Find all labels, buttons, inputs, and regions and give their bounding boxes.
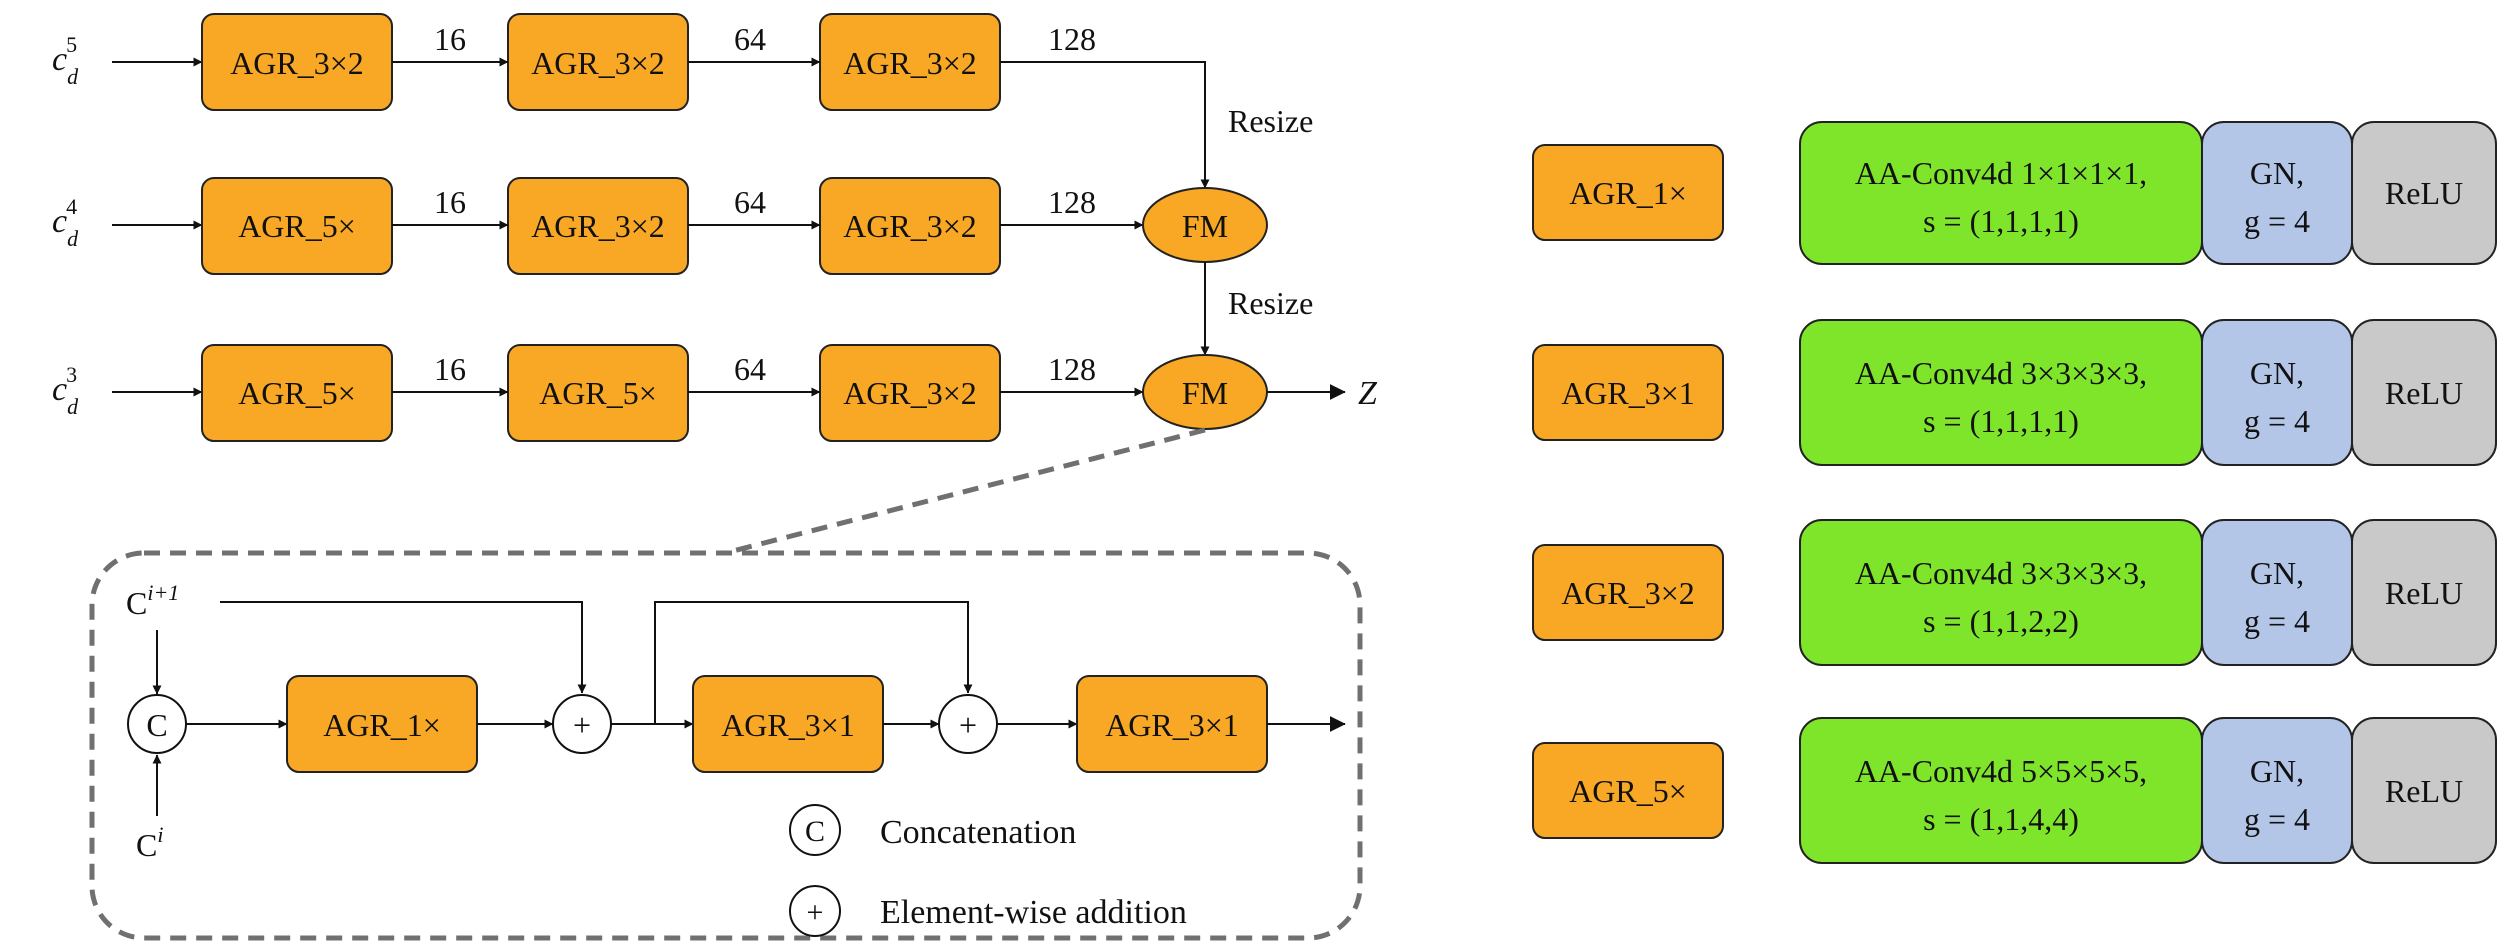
def-gn-1-line1: GN, (2250, 155, 2304, 191)
def-gn-3 (2201, 519, 2353, 666)
def-agr-name-4 (1532, 742, 1724, 839)
agr-block-r1-b3-label: AGR_3×2 (843, 45, 977, 81)
legend-concat-label: Concatenation (880, 814, 1076, 851)
def-gn-2-line2: g = 4 (2244, 403, 2310, 439)
legend-add-icon (789, 885, 841, 937)
legend-concat-icon (789, 804, 841, 856)
def-gn-2-line1: GN, (2250, 355, 2304, 391)
def-relu-2-label: ReLU (2385, 375, 2463, 411)
def-agr-name-1-label: AGR_1× (1569, 175, 1687, 211)
fm-node-2-label: FM (1182, 375, 1228, 411)
agr-definitions: AGR_1× ReLU GN, g = 4 AA-Conv4d 1×1×1×1,… (1532, 121, 2497, 864)
def-conv-2 (1799, 319, 2203, 466)
def-agr-name-1 (1532, 144, 1724, 241)
def-conv-1 (1799, 121, 2203, 265)
connector-r1-to-fm1 (1000, 61, 1210, 189)
def-gn-3-line1: GN, (2250, 555, 2304, 591)
input-label-c5: cd5 (52, 32, 79, 89)
def-agr-name-2-label: AGR_3×1 (1561, 375, 1695, 411)
def-gn-4-line1: GN, (2250, 753, 2304, 789)
agr-block-r2-b1-label: AGR_5× (238, 208, 356, 244)
def-conv-1-line2: s = (1,1,1,1) (1923, 203, 2079, 239)
def-gn-1-line2: g = 4 (2244, 203, 2310, 239)
def-agr-name-3-label: AGR_3×2 (1561, 575, 1695, 611)
channel-label-r3-3: 128 (1048, 351, 1096, 387)
channel-label-r3-2: 64 (734, 351, 766, 387)
fm-agr-block-1-label: AGR_1× (323, 707, 441, 743)
fm-agr-block-3-label: AGR_3×1 (1105, 707, 1239, 743)
def-gn-2 (2201, 319, 2353, 466)
channel-label-r1-3: 128 (1048, 21, 1096, 57)
def-conv-2-line2: s = (1,1,1,1) (1923, 403, 2079, 439)
add-node-1-symbol: + (573, 707, 591, 743)
channel-label-r3-1: 16 (434, 351, 466, 387)
def-conv-4-line2: s = (1,1,4,4) (1923, 801, 2079, 837)
legend-add-symbol: + (807, 896, 824, 929)
add-node-2-symbol: + (959, 707, 977, 743)
input-label-c4: cd4 (52, 194, 79, 251)
agr-block-r2-b3-label: AGR_3×2 (843, 208, 977, 244)
def-conv-3-line2: s = (1,1,2,2) (1923, 603, 2079, 639)
def-gn-1 (2201, 121, 2353, 265)
def-agr-name-2 (1532, 344, 1724, 441)
output-label: Z (1358, 375, 1378, 412)
legend-concat-symbol: C (805, 815, 825, 848)
fm-node-1-label: FM (1182, 208, 1228, 244)
fm-input-top-label: Ci+1 (126, 580, 179, 621)
def-conv-3 (1799, 519, 2203, 666)
agr-block-r1-b1-label: AGR_3×2 (230, 45, 364, 81)
input-label-c3: cd3 (52, 362, 79, 419)
def-agr-name-3 (1532, 544, 1724, 641)
channel-label-r2-2: 64 (734, 184, 766, 220)
resize-label-2: Resize (1228, 285, 1313, 321)
fm-input-bottom-label: Ci (136, 822, 163, 863)
def-conv-1-line1: AA-Conv4d 1×1×1×1, (1855, 155, 2147, 191)
agr-block-r3-b1-label: AGR_5× (238, 375, 356, 411)
skip-connection-2 (654, 601, 973, 724)
agr-block-r3-b3-label: AGR_3×2 (843, 375, 977, 411)
def-gn-3-line2: g = 4 (2244, 603, 2310, 639)
agr-block-r1-b2-label: AGR_3×2 (531, 45, 665, 81)
def-agr-name-4-label: AGR_5× (1569, 773, 1687, 809)
def-conv-3-line1: AA-Conv4d 3×3×3×3, (1855, 555, 2147, 591)
def-gn-4 (2201, 717, 2353, 864)
decoder-pipeline: cd5 cd4 cd3 AGR_3×2 AGR_3×2 AGR_3×2 16 6… (52, 13, 1378, 442)
agr-block-r3-b2-label: AGR_5× (539, 375, 657, 411)
resize-label-1: Resize (1228, 103, 1313, 139)
concat-node-symbol: C (146, 707, 167, 743)
fm-detail-border (89, 550, 1363, 941)
channel-label-r2-3: 128 (1048, 184, 1096, 220)
def-gn-4-line2: g = 4 (2244, 801, 2310, 837)
zoom-connector-line (724, 427, 1206, 556)
fm-detail-panel: Ci+1 C Ci AGR_1× + AGR_3×1 + AGR_3×1 C C… (89, 427, 1363, 941)
def-relu-1-label: ReLU (2385, 175, 2463, 211)
channel-label-r1-2: 64 (734, 21, 766, 57)
channel-label-r2-1: 16 (434, 184, 466, 220)
def-relu-4-label: ReLU (2385, 773, 2463, 809)
agr-block-r2-b2-label: AGR_3×2 (531, 208, 665, 244)
legend-add-label: Element-wise addition (880, 894, 1187, 931)
channel-label-r1-1: 16 (434, 21, 466, 57)
def-conv-4 (1799, 717, 2203, 864)
skip-connection-1 (220, 601, 587, 694)
def-relu-3-label: ReLU (2385, 575, 2463, 611)
def-conv-2-line1: AA-Conv4d 3×3×3×3, (1855, 355, 2147, 391)
def-conv-4-line1: AA-Conv4d 5×5×5×5, (1855, 753, 2147, 789)
fm-agr-block-2-label: AGR_3×1 (721, 707, 855, 743)
